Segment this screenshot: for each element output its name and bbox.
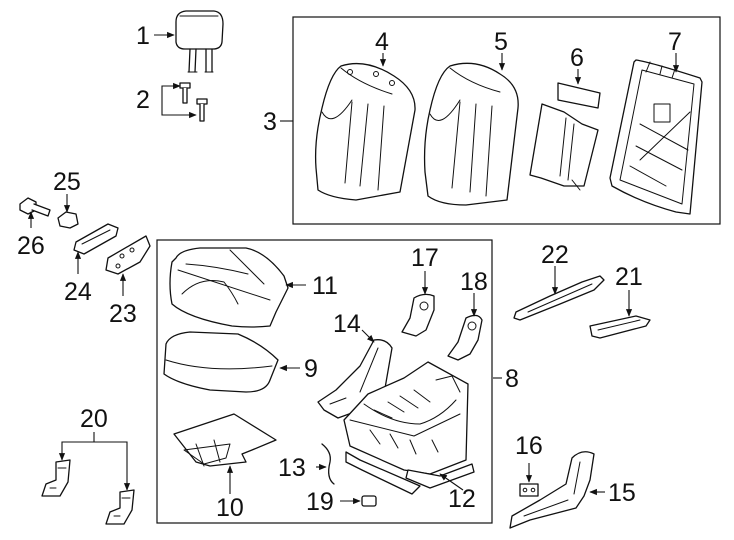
callout-10: 10 <box>216 494 244 522</box>
seat-cushion-group-frame <box>156 239 493 524</box>
callout-17: 17 <box>411 244 439 272</box>
callout-5: 5 <box>494 28 508 56</box>
callout-9: 9 <box>304 355 318 383</box>
callout-26: 26 <box>17 232 45 260</box>
seat-bracket-part[interactable] <box>41 459 135 525</box>
clip-part[interactable] <box>361 495 377 507</box>
callout-20: 20 <box>80 405 108 433</box>
headrest-part[interactable] <box>175 10 224 73</box>
callout-25: 25 <box>53 168 81 196</box>
seat-cushion-pad-part[interactable] <box>163 331 279 393</box>
callout-21: 21 <box>615 263 643 291</box>
callout-23: 23 <box>109 300 137 328</box>
trim-cover-part[interactable] <box>73 223 119 255</box>
callout-18: 18 <box>460 268 488 296</box>
headrest-guide-part[interactable] <box>179 82 208 122</box>
callout-15: 15 <box>608 479 636 507</box>
cover-bracket-part[interactable] <box>401 293 435 337</box>
callout-11: 11 <box>312 272 338 300</box>
callout-2: 2 <box>136 86 150 114</box>
seatback-frame-part[interactable] <box>609 59 703 215</box>
callout-14: 14 <box>333 310 361 338</box>
cap-part[interactable] <box>519 483 539 497</box>
seatback-pad-part[interactable] <box>423 62 519 206</box>
callout-24: 24 <box>64 278 92 306</box>
callout-3: 3 <box>263 108 277 136</box>
bolt-cap-part[interactable] <box>57 211 79 229</box>
rail-cover-part[interactable] <box>513 275 605 321</box>
callout-22: 22 <box>541 241 569 269</box>
seat-track-frame-part[interactable] <box>343 361 475 495</box>
mount-plate-part[interactable] <box>105 235 151 275</box>
seat-mat-part[interactable] <box>173 413 277 467</box>
bolt-part[interactable] <box>19 197 51 217</box>
callout-1: 1 <box>136 22 150 50</box>
callout-13: 13 <box>278 454 306 482</box>
wire-part[interactable] <box>321 443 335 485</box>
callout-12: 12 <box>448 485 476 513</box>
callout-16: 16 <box>515 432 543 460</box>
callout-6: 6 <box>570 44 584 72</box>
trim-bracket-part[interactable] <box>447 314 483 361</box>
leader-lines <box>27 31 680 505</box>
callout-7: 7 <box>668 28 682 56</box>
side-trim-part[interactable] <box>509 451 595 529</box>
seatback-panel-part[interactable] <box>529 82 601 191</box>
rail-end-cover-part[interactable] <box>589 315 651 339</box>
callout-19: 19 <box>306 488 334 516</box>
callout-numbers: 1 2 3 4 5 6 7 8 9 10 11 12 13 14 15 16 1… <box>17 22 682 522</box>
seat-cushion-cover-part[interactable] <box>169 247 289 328</box>
callout-8: 8 <box>505 365 519 393</box>
seatback-cover-part[interactable] <box>314 62 416 201</box>
callout-4: 4 <box>375 28 389 56</box>
